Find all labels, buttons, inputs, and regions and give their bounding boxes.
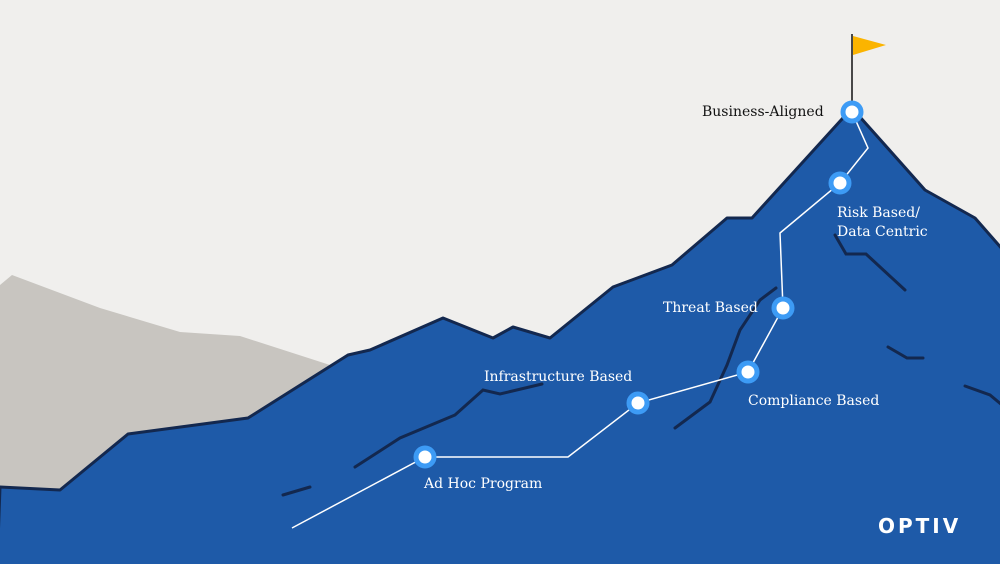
node-compliance (736, 360, 760, 384)
stage-label-business: Business-Aligned (702, 104, 824, 120)
stage-nodes (413, 100, 864, 469)
node-risk (828, 171, 852, 195)
stage-label-data-centric: Data Centric (837, 224, 928, 240)
stage-label-risk: Risk Based/ (837, 205, 920, 221)
mountain-cracks (281, 233, 1000, 497)
stage-label-threat: Threat Based (663, 300, 758, 316)
mountain (0, 106, 1000, 564)
stage-label-compliance: Compliance Based (748, 393, 880, 409)
node-infrastructure (626, 391, 650, 415)
optiv-logo: OPTIV (878, 514, 962, 538)
climb-path (291, 111, 869, 529)
node-business (840, 100, 864, 124)
background-hill (0, 275, 330, 490)
node-threat (771, 296, 795, 320)
stage-label-infrastructure: Infrastructure Based (484, 369, 633, 385)
flag-icon (853, 36, 886, 55)
stage-label-ad-hoc: Ad Hoc Program (424, 476, 543, 492)
node-ad-hoc (413, 445, 437, 469)
